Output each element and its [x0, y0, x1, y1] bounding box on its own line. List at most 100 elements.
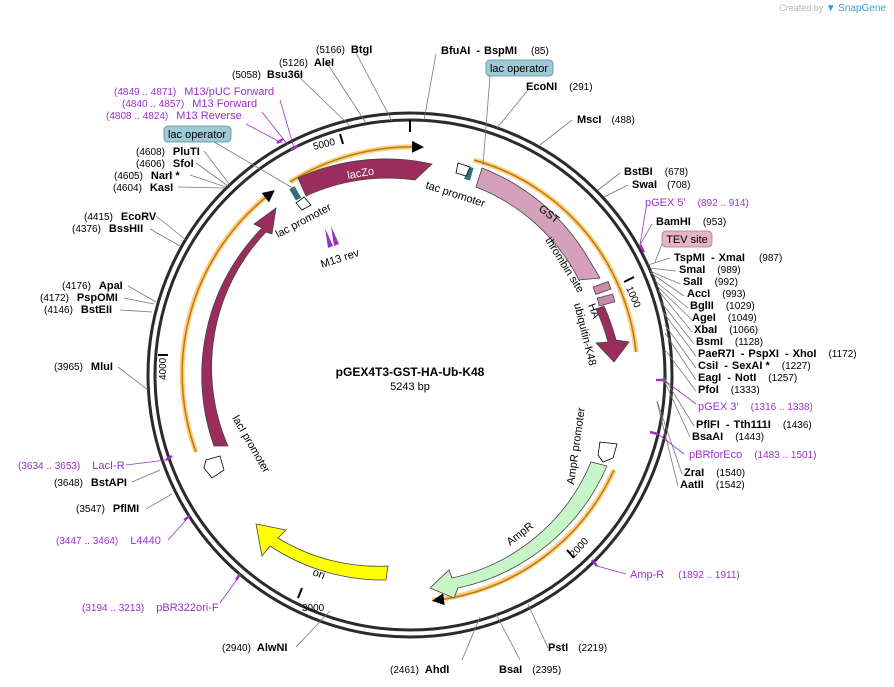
site-agei[interactable]: AgeI(1049) — [692, 312, 757, 324]
primer-laci[interactable]: (3634 .. 3653)LacI-R — [18, 460, 125, 472]
primer-pbrforeco[interactable]: pBRforEco(1483 .. 1501) — [689, 449, 816, 461]
m13-rev-arrow-2 — [331, 226, 339, 246]
site-bsteii[interactable]: (4146)BstEII — [44, 304, 112, 316]
feature-ubiquitin-k48[interactable] — [595, 305, 630, 363]
lac-operator-box-1[interactable] — [485, 59, 554, 77]
primer-m13fwd[interactable]: (4840 .. 4857)M13 Forward — [122, 98, 257, 110]
leader-nari — [189, 174, 227, 188]
site-pspomi[interactable]: (4172)PspOMI — [40, 292, 118, 304]
primer-mark-pbrforeco — [649, 430, 659, 436]
leader-bsteii — [119, 309, 153, 313]
site-apai[interactable]: (4176)ApaI — [62, 280, 123, 292]
primer-pgex3[interactable]: pGEX 3'(1316 .. 1338) — [698, 401, 813, 413]
leader-bfuai — [423, 53, 437, 121]
site-alwni[interactable]: (2940)AlwNI — [222, 642, 287, 654]
orf-arc-laci — [181, 190, 275, 453]
site-bglii[interactable]: BglII(1029) — [690, 300, 755, 312]
site-eagi[interactable]: EagI-NotI(1257) — [698, 372, 797, 384]
site-acci[interactable]: AccI(993) — [687, 288, 746, 300]
site-xbai[interactable]: XbaI(1066) — [694, 324, 758, 336]
site-zrai[interactable]: ZraI(1540) — [684, 467, 745, 479]
site-bsmi[interactable]: BsmI(1128) — [696, 336, 763, 348]
feature-laczo[interactable] — [297, 158, 433, 197]
primer-mark-pbr322ori — [234, 573, 242, 581]
feature-ori[interactable] — [255, 523, 389, 581]
primer-m13rev[interactable]: (4808 .. 4824)M13 Reverse — [106, 110, 242, 122]
site-econi[interactable]: EcoNI(291) — [526, 81, 593, 93]
site-bstapi[interactable]: (3648)BstAPI — [54, 477, 127, 489]
orf-arc-laczo — [289, 140, 424, 183]
primer-leader-lines — [125, 99, 697, 604]
plasmid-name: pGEX4T3-GST-HA-Ub-K48 — [336, 365, 485, 379]
snapgene-credit: Created by ▼ SnapGene — [779, 3, 886, 14]
leader-ecorv — [155, 215, 187, 241]
snapgene-logo: ▼ — [825, 3, 836, 14]
leader-paer7i — [662, 311, 697, 357]
primer-l4440[interactable]: (3447 .. 3464)L4440 — [56, 535, 161, 547]
orf-arcs — [179, 140, 639, 606]
primer-mark-m13fwd — [276, 137, 284, 145]
site-paer7i[interactable]: PaeR7I-PspXI-XhoI(1172) — [698, 348, 857, 360]
site-aatii[interactable]: AatII(1542) — [680, 479, 745, 491]
feature-thrombin-site[interactable] — [592, 280, 612, 296]
primer-m13puc[interactable]: (4849 .. 4871)M13/pUC Forward — [114, 86, 274, 98]
site-kasi[interactable]: (4604)KasI — [113, 182, 173, 194]
site-psti[interactable]: PstI(2219) — [548, 642, 607, 654]
tick-label-3000: 3000 — [302, 603, 325, 614]
leader-bsai — [495, 613, 521, 661]
site-btgi[interactable]: (5166)BtgI — [316, 44, 372, 56]
feature-laci[interactable] — [201, 207, 277, 447]
primer-pbr322ori[interactable]: (3194 .. 3213)pBR322ori-F — [82, 602, 219, 614]
site-csii[interactable]: CsiI-SexAI *(1227) — [698, 360, 811, 372]
site-bsai[interactable]: BsaI(2395) — [499, 664, 561, 676]
site-pluti[interactable]: (4608)PluTI — [136, 146, 200, 158]
site-swai[interactable]: SwaI(708) — [632, 179, 690, 191]
feature-ampr-promoter[interactable] — [597, 441, 618, 463]
site-ecorv[interactable]: (4415)EcoRV — [84, 211, 157, 223]
leader-pfoi — [665, 350, 697, 392]
site-alei[interactable]: (5126)AleI — [279, 57, 334, 69]
feature-ha-tag[interactable] — [596, 293, 616, 307]
orf-arc-gst — [473, 159, 637, 353]
backbone-outer-strand — [146, 111, 674, 639]
site-smai[interactable]: SmaI(989) — [679, 264, 741, 276]
primer-ampr[interactable]: Amp-R(1892 .. 1911) — [630, 569, 740, 581]
leader-aatii — [656, 401, 679, 487]
site-pfoi[interactable]: PfoI(1333) — [698, 384, 760, 396]
site-bamhi[interactable]: BamHI(953) — [656, 216, 726, 228]
lac-operator-label-1: lac operator — [490, 63, 548, 75]
leader-kasi — [177, 186, 225, 189]
feature-ampr[interactable] — [429, 461, 608, 599]
leader-lacop2 — [203, 135, 297, 191]
site-bfuai[interactable]: BfuAI-BspMI(85) — [441, 45, 549, 57]
leader-msci — [539, 119, 573, 146]
feature-laci-promoter[interactable] — [203, 455, 225, 479]
site-sfoi[interactable]: (4606)SfoI — [136, 158, 194, 170]
primer-pgex5[interactable]: pGEX 5'(892 .. 914) — [645, 197, 749, 209]
site-msci[interactable]: MscI(488) — [577, 114, 635, 126]
site-pflmi[interactable]: (3547)PflMI — [76, 503, 139, 515]
m13-rev-arrow-1 — [325, 228, 333, 248]
feature-label-ha: HA — [585, 302, 602, 321]
site-mlui[interactable]: (3965)MluI — [54, 361, 113, 373]
site-sali[interactable]: SalI(992) — [683, 276, 738, 288]
site-pflfi[interactable]: PflFI-Tth111I(1436) — [696, 419, 812, 431]
site-bsaai[interactable]: BsaAI(1443) — [692, 431, 764, 443]
restriction-site-labels: (5166)BtgI (5126)AleI (5058)Bsu36I BfuAI… — [40, 44, 857, 676]
leader-bglii — [654, 280, 689, 309]
leader-pgex5 — [639, 207, 647, 246]
lac-operator-box-2[interactable] — [163, 125, 232, 143]
site-ahdi[interactable]: (2461)AhdI — [390, 664, 449, 676]
site-tspmi[interactable]: TspMI-XmaI(987) — [674, 252, 782, 264]
feature-gst[interactable] — [475, 167, 601, 281]
feature-label-laci-promoter: lacI promoter — [229, 414, 272, 476]
tev-site-box[interactable] — [661, 230, 713, 248]
leader-agei — [656, 285, 693, 321]
primer-labels: (4849 .. 4871)M13/pUC Forward (4840 .. 4… — [18, 86, 816, 614]
site-nari[interactable]: (4605)NarI * — [114, 170, 180, 182]
site-bsu36i[interactable]: (5058)Bsu36I — [232, 69, 303, 81]
site-bstbi[interactable]: BstBI(678) — [624, 166, 688, 178]
site-bsshii[interactable]: (4376)BssHII — [72, 223, 143, 235]
leader-smai — [648, 267, 677, 272]
